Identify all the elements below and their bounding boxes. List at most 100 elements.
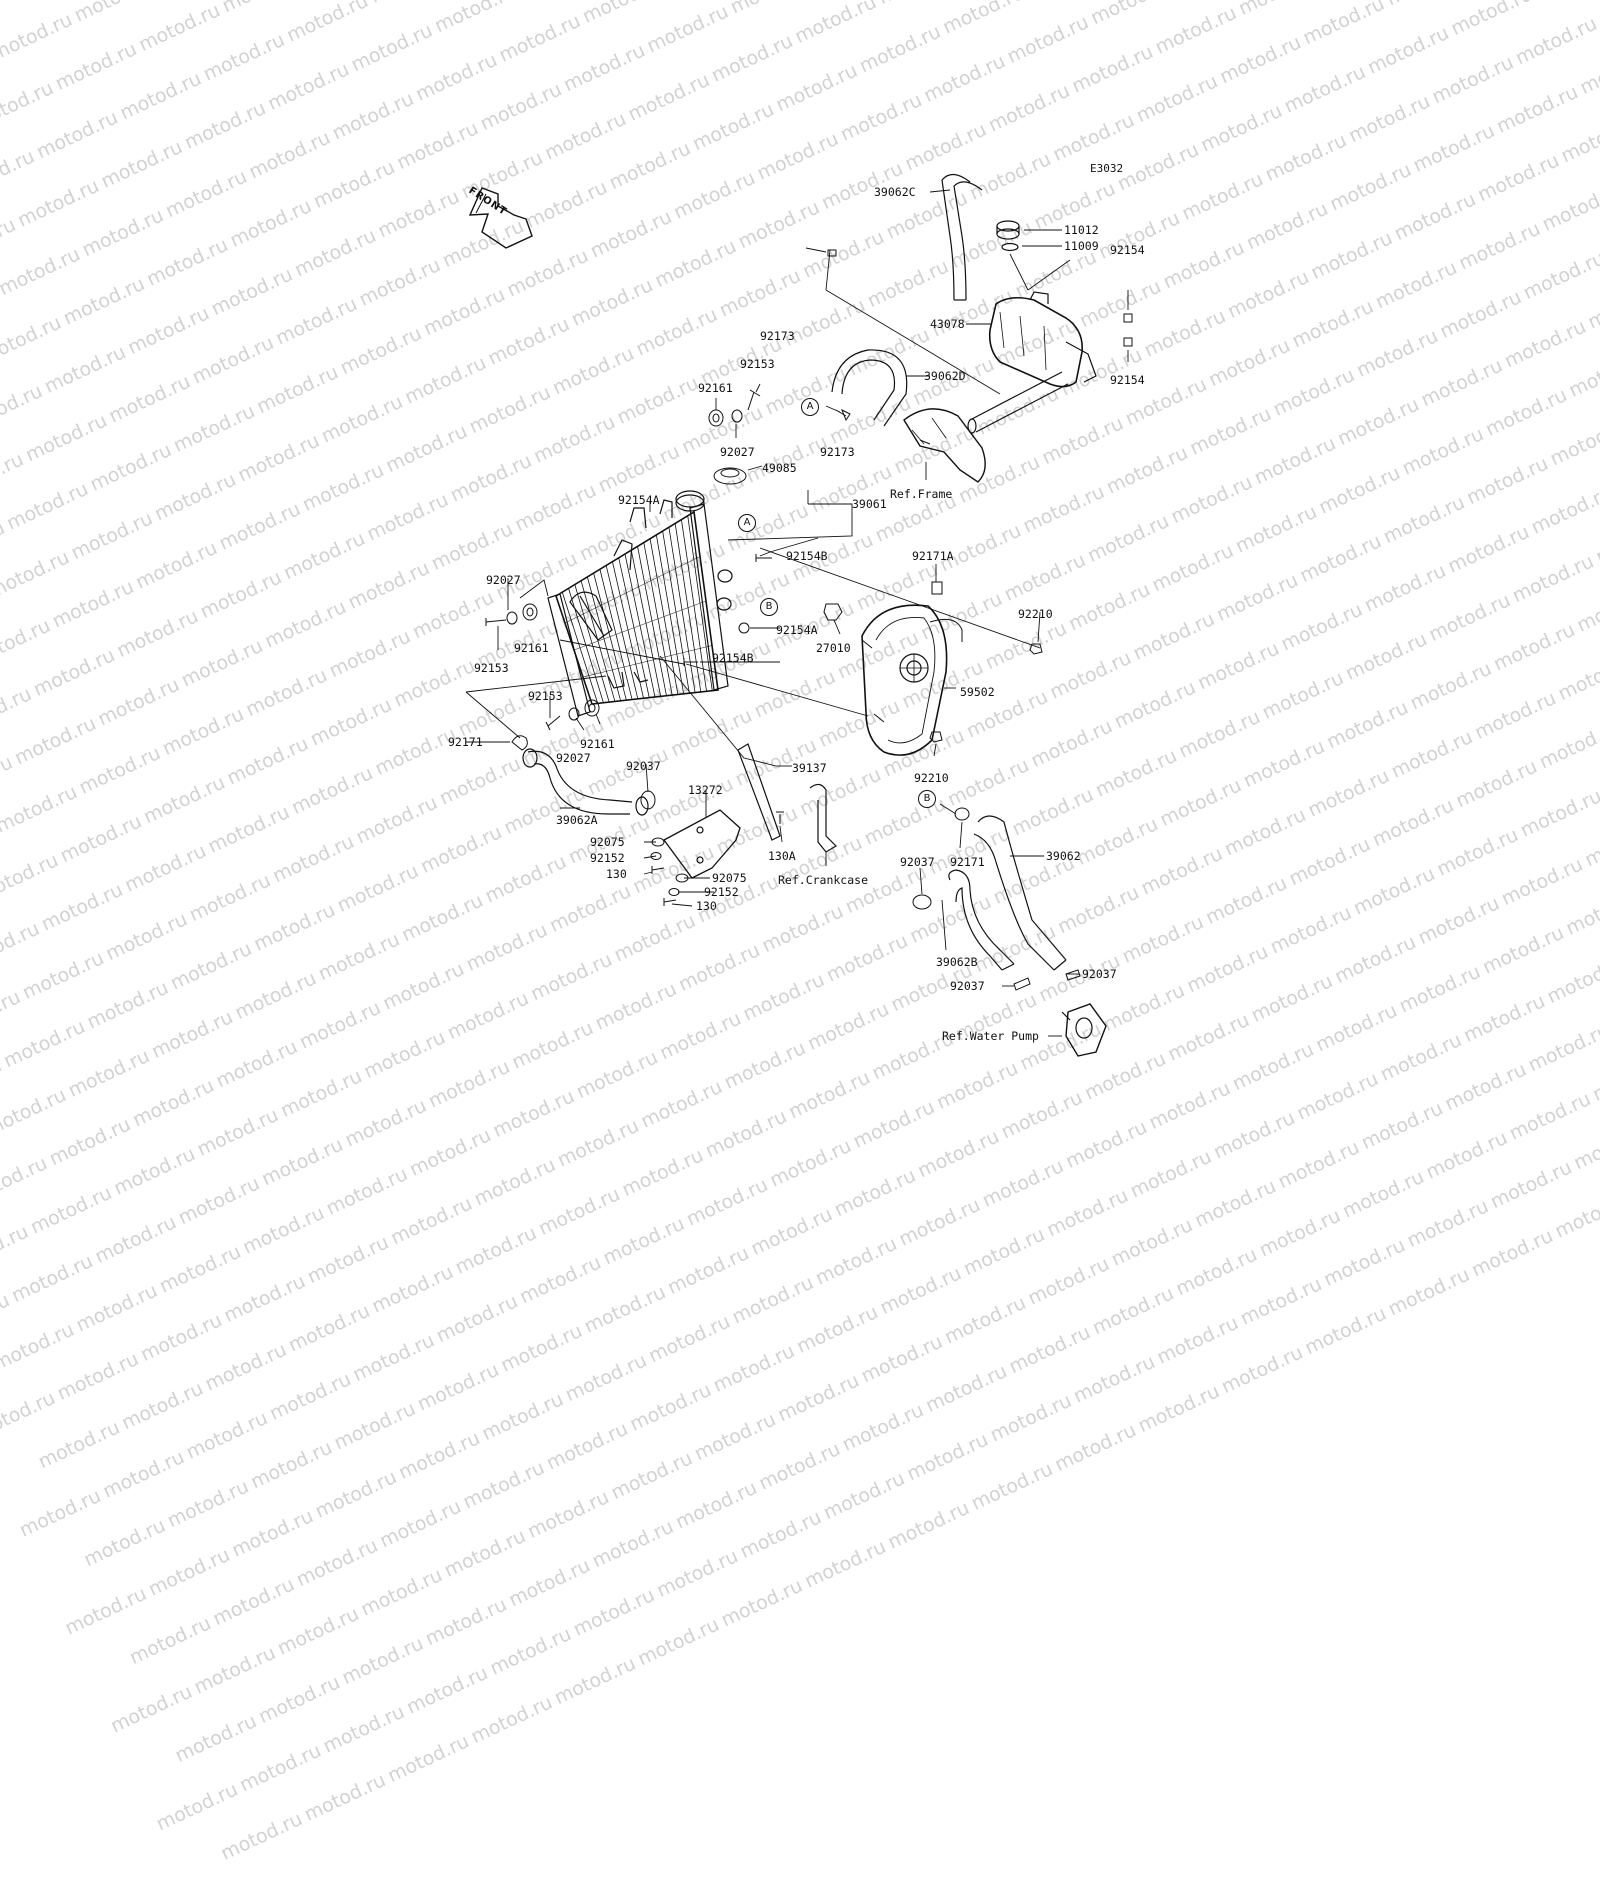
part-label-92173-1: 92173 bbox=[760, 330, 795, 342]
part-label-92171-1: 92171 bbox=[448, 736, 483, 748]
part-label-92171a: 92171A bbox=[912, 550, 954, 562]
part-label-92154b-1: 92154B bbox=[786, 550, 828, 562]
watermark-text: motod.ru bbox=[73, 1280, 161, 1337]
watermark-text: motod.ru bbox=[218, 1808, 306, 1865]
watermark-text: motod.ru bbox=[487, 1623, 575, 1680]
watermark-text: motod.ru bbox=[239, 1202, 327, 1259]
watermark-text: motod.ru bbox=[748, 1203, 836, 1260]
part-label-59502: 59502 bbox=[960, 686, 995, 698]
watermark-text: motod.ru bbox=[1320, 1234, 1408, 1291]
watermark-text: motod.ru bbox=[1172, 1244, 1260, 1301]
part-label-92210-2: 92210 bbox=[914, 772, 949, 784]
part-label-39062d: 39062D bbox=[924, 370, 966, 382]
watermark-text: motod.ru bbox=[357, 1564, 445, 1621]
watermark-text: motod.ru bbox=[468, 1691, 556, 1748]
part-label-92037-4: 92037 bbox=[950, 980, 985, 992]
watermark-text: motod.ru bbox=[801, 1536, 889, 1593]
watermark-text: motod.ru bbox=[156, 1241, 244, 1298]
watermark-text: motod.ru bbox=[331, 1398, 419, 1455]
ref-frame-label: Ref.Frame bbox=[890, 488, 952, 500]
part-label-43078: 43078 bbox=[930, 318, 965, 330]
part-label-130-1: 130 bbox=[606, 868, 627, 880]
watermark-text: motod.ru bbox=[1385, 1264, 1473, 1321]
watermark-text: motod.ru bbox=[737, 1506, 825, 1563]
watermark-text: motod.ru bbox=[968, 1458, 1056, 1515]
watermark-text: motod.ru bbox=[718, 1575, 806, 1632]
part-label-92154-top2: 92154 bbox=[1110, 374, 1145, 386]
part-label-92154-top1: 92154 bbox=[1110, 244, 1145, 256]
watermark-text: motod.ru bbox=[839, 1399, 927, 1456]
diagram-code: E3032 bbox=[1090, 162, 1123, 175]
watermark-text: motod.ru bbox=[1404, 1195, 1492, 1252]
watermark-text: motod.ru bbox=[896, 1194, 984, 1251]
part-label-130a: 130A bbox=[768, 850, 796, 862]
watermark-text: motod.ru bbox=[350, 1329, 438, 1386]
hose-39062c bbox=[942, 174, 982, 300]
watermark-text: motod.ru bbox=[672, 1477, 760, 1534]
watermark-text: motod.ru bbox=[183, 1407, 271, 1464]
part-label-11009: 11009 bbox=[1064, 240, 1099, 252]
part-label-39062: 39062 bbox=[1046, 850, 1081, 862]
watermark-text: motod.ru bbox=[172, 1710, 260, 1767]
part-label-92153-3: 92153 bbox=[528, 690, 563, 702]
watermark-text: motod.ru bbox=[1154, 1312, 1242, 1369]
watermark-text: motod.ru bbox=[987, 1390, 1075, 1447]
part-label-92037-3: 92037 bbox=[1082, 968, 1117, 980]
watermark-text: motod.ru bbox=[885, 1497, 973, 1554]
watermark-text: motod.ru bbox=[608, 1447, 696, 1504]
watermark-text: motod.ru bbox=[384, 1730, 472, 1787]
watermark-text: motod.ru bbox=[452, 1222, 540, 1279]
watermark-text: motod.ru bbox=[137, 1309, 225, 1366]
part-label-92171-2: 92171 bbox=[950, 856, 985, 868]
part-label-92154a-1: 92154A bbox=[618, 494, 660, 506]
part-label-11012: 11012 bbox=[1064, 224, 1099, 236]
watermark-text: motod.ru bbox=[0, 1289, 13, 1346]
watermark-text: motod.ru bbox=[99, 1446, 187, 1503]
watermark-text: motod.ru bbox=[387, 1193, 475, 1250]
watermark-text: motod.ru bbox=[228, 1505, 316, 1562]
part-label-39062c: 39062C bbox=[874, 186, 916, 198]
part-label-92173-2: 92173 bbox=[820, 446, 855, 458]
watermark-text: motod.ru bbox=[164, 1475, 252, 1532]
watermark-text: motod.ru bbox=[729, 1272, 817, 1329]
watermark-text: motod.ru bbox=[92, 1211, 180, 1268]
watermark-text: motod.ru bbox=[922, 1360, 1010, 1417]
watermark-text: motod.ru bbox=[1237, 1273, 1325, 1330]
watermark-text: motod.ru bbox=[312, 1466, 400, 1523]
part-label-92037-1: 92037 bbox=[626, 760, 661, 772]
part-label-92153-2: 92153 bbox=[474, 662, 509, 674]
watermark-text: motod.ru bbox=[505, 1555, 593, 1612]
watermark-text: motod.ru bbox=[433, 1290, 521, 1347]
watermark-text: motod.ru bbox=[460, 1457, 548, 1514]
watermark-text: motod.ru bbox=[497, 1320, 585, 1377]
part-label-92027-2: 92027 bbox=[486, 574, 521, 586]
watermark-text: motod.ru bbox=[858, 1331, 946, 1388]
watermark-text: motod.ru bbox=[395, 1427, 483, 1484]
part-label-92154b-2: 92154B bbox=[712, 652, 754, 664]
watermark-text: motod.ru bbox=[221, 1270, 309, 1327]
watermark-text: motod.ru bbox=[376, 1496, 464, 1553]
watermark-text: motod.ru bbox=[1468, 1225, 1556, 1282]
watermark-text: motod.ru bbox=[543, 1418, 631, 1475]
watermark-text: motod.ru bbox=[320, 1701, 408, 1758]
watermark-text: motod.ru bbox=[903, 1429, 991, 1486]
part-label-92154a-2: 92154A bbox=[776, 624, 818, 636]
part-label-92075-2: 92075 bbox=[712, 872, 747, 884]
watermark-text: motod.ru bbox=[570, 1584, 658, 1641]
part-label-39061: 39061 bbox=[852, 498, 887, 510]
watermark-text: motod.ru bbox=[1108, 1214, 1196, 1271]
watermark-text: motod.ru bbox=[645, 1311, 733, 1368]
watermark-text: motod.ru bbox=[1218, 1341, 1306, 1398]
watermark-text: motod.ru bbox=[710, 1340, 798, 1397]
water-pump-fitting bbox=[1062, 1004, 1106, 1056]
reservoir-tank bbox=[904, 221, 1096, 482]
watermark-text: motod.ru bbox=[54, 1348, 142, 1405]
circle-ref-b-lower: B bbox=[918, 790, 936, 808]
watermark-text: motod.ru bbox=[441, 1525, 529, 1582]
part-label-92152-2: 92152 bbox=[704, 886, 739, 898]
circle-ref-a-top: A bbox=[801, 398, 819, 416]
watermark-text: motod.ru bbox=[8, 1250, 96, 1307]
watermark-text: motod.ru bbox=[581, 1281, 669, 1338]
hose-39062 bbox=[974, 816, 1066, 970]
